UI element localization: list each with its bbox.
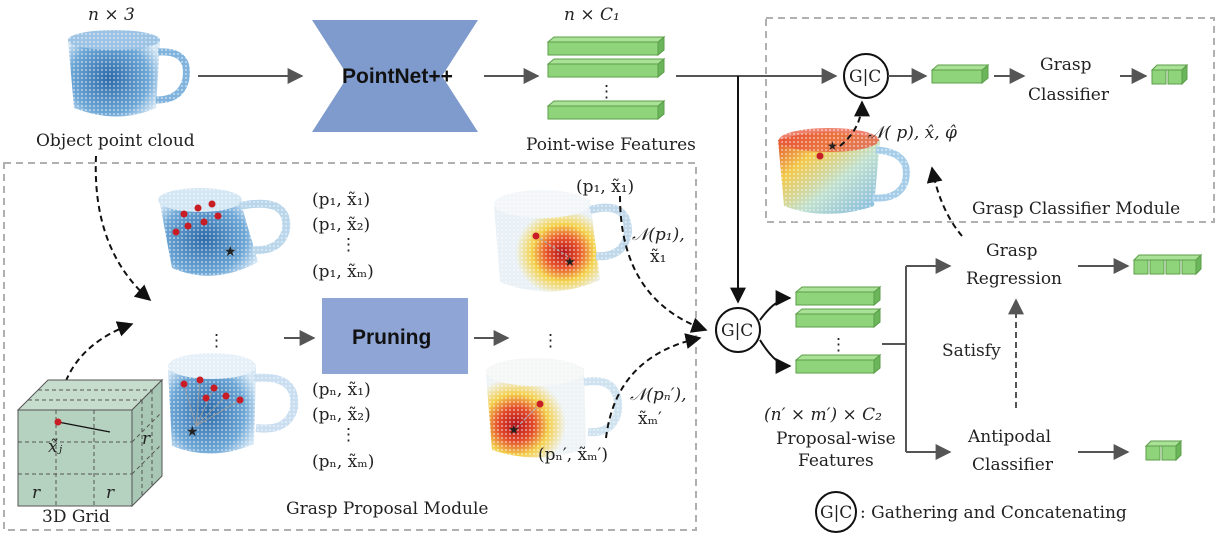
proposal-features-stack: ⋮ — [794, 285, 882, 375]
pair-pn-x1: (pₙ, x̃₁) — [312, 380, 371, 400]
svg-text:★: ★ — [564, 255, 576, 270]
pointwise-features-label: Point-wise Features — [526, 135, 696, 155]
feature-bar — [546, 99, 666, 121]
grid-r-bottom: r — [32, 483, 41, 503]
grid-r-right: r — [142, 429, 151, 449]
heatmap-cup-bottom: ★ — [482, 356, 624, 470]
feature-bar — [794, 285, 882, 307]
proposal-size-label: (n′ × m′) × C₂ — [764, 405, 882, 425]
gc-legend-text: : Gathering and Concatenating — [860, 503, 1127, 523]
antipodal-label-1: Antipodal — [967, 427, 1051, 447]
pointwise-vdots: ⋮ — [598, 82, 615, 102]
gather-concat-node-main — [715, 307, 761, 353]
gc-node-label-main: G|C — [721, 321, 753, 341]
neighbourhood-p1: 𝒩(p₁), — [632, 225, 685, 245]
neighbourhood-pn: 𝒩(pₙ′), — [630, 385, 687, 405]
pointwise-size-label: n × C₁ — [564, 5, 620, 25]
pair-p1-xm: (p₁, x̃ₘ) — [312, 262, 374, 282]
regression-output-cubes — [1132, 253, 1203, 276]
pair-p1-x2: (p₁, x̃₂) — [312, 215, 370, 235]
svg-text:★: ★ — [827, 139, 838, 153]
pruning-label: Pruning — [352, 326, 431, 349]
svg-text:★: ★ — [508, 423, 520, 438]
gc-legend-symbol: G|C — [820, 503, 852, 523]
classifier-output-cubes — [1150, 63, 1189, 86]
neighbourhood-xm: x̃ₘ′ — [638, 409, 662, 429]
grid-r-bottom-2: r — [106, 483, 115, 503]
pair-pn-xm: (pₙ, x̃ₘ) — [312, 452, 374, 472]
classifier-heatmap-cup: ★ — [776, 126, 910, 222]
object-point-cloud-label: Object point cloud — [36, 131, 195, 151]
grasp-classifier-label-2: Classifier — [1028, 85, 1110, 105]
grasp-proposal-module-label: Grasp Proposal Module — [286, 499, 488, 519]
grasp-classifier-module-label: Grasp Classifier Module — [972, 199, 1180, 219]
antipodal-label-2: Classifier — [972, 455, 1054, 475]
grasp-classifier-label-1: Grasp — [1040, 55, 1092, 75]
neighbourhood-x1: x̃₁ — [650, 247, 666, 267]
gc-node-label-top: G|C — [849, 67, 881, 87]
heatmap-vdots: ⋮ — [542, 331, 559, 351]
satisfy-label: Satisfy — [942, 341, 1001, 361]
feature-bar — [546, 57, 666, 79]
grid-label: 3D Grid — [42, 507, 110, 527]
proposal-vdots: ⋮ — [830, 335, 847, 355]
input-size-label: n × 3 — [88, 5, 135, 25]
pair-pn-x2: (pₙ, x̃₂) — [312, 405, 371, 425]
feature-bar — [546, 35, 666, 57]
proposal-wise-label-2: Features — [798, 451, 874, 471]
pair-p1-x1: (p₁, x̃₁) — [312, 190, 370, 210]
proposal-cup-bottom: ★ — [164, 350, 302, 464]
feature-bar — [794, 353, 882, 375]
pairs-bottom-vdots: ⋮ — [340, 425, 357, 445]
cups-vdots: ⋮ — [208, 331, 225, 351]
object-point-cloud-cup — [66, 30, 190, 126]
pruning-block — [322, 298, 468, 374]
grasp-regression-label-1: Grasp — [986, 241, 1038, 261]
heatmap-cup-top: ★ — [490, 186, 634, 304]
pairs-top-vdots: ⋮ — [340, 235, 357, 255]
pointnet-block — [312, 20, 478, 132]
proposal-cup-top: ★ — [156, 186, 292, 290]
feature-bar — [794, 307, 882, 329]
3d-grid-cube — [16, 378, 164, 508]
svg-text:★: ★ — [224, 244, 237, 260]
antipodal-output-cubes — [1144, 439, 1183, 462]
proposal-wise-label-1: Proposal-wise — [776, 429, 896, 449]
gc-legend-node — [815, 491, 857, 533]
selected-pair-top: (p₁, x̃₁) — [576, 177, 634, 197]
pointwise-features-stack: ⋮ — [546, 35, 666, 121]
svg-text:★: ★ — [186, 424, 199, 440]
classifier-feature-bar — [930, 63, 990, 85]
grasp-proposal-module-frame — [3, 162, 697, 531]
classifier-input-label: 𝒩( p), x̂, φ̂ — [868, 123, 957, 143]
grasp-classifier-module-frame — [765, 17, 1215, 223]
pointnet-label: PointNet++ — [342, 65, 453, 88]
selected-pair-bottom: (pₙ′, x̃ₘ′) — [538, 445, 608, 465]
grid-point-label: x̃ⱼ — [48, 437, 63, 457]
grasp-regression-label-2: Regression — [966, 269, 1062, 289]
